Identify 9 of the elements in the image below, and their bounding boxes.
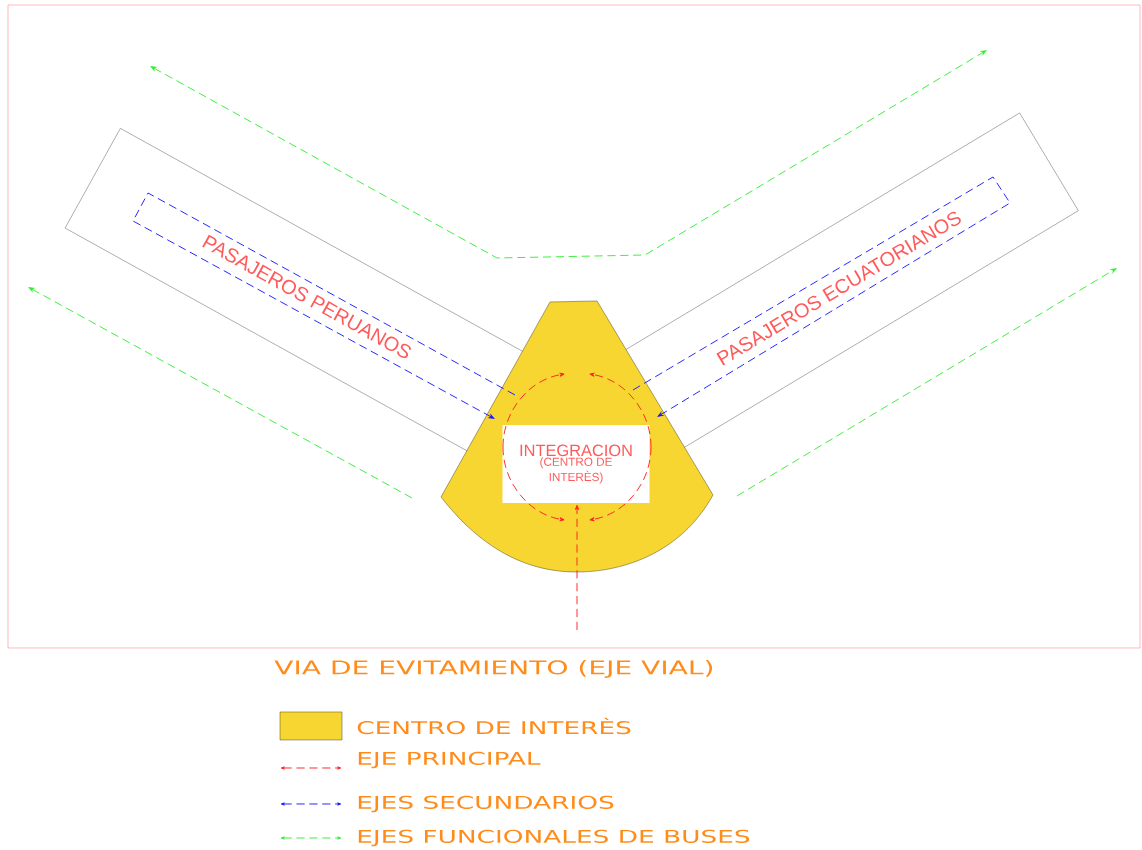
legend-text: EJES SECUNDARIOS <box>358 795 614 813</box>
legend-text: CENTRO DE INTERÈS <box>357 717 631 735</box>
text-box: INTEGRACION (CENTRO DE INTERÈS) <box>502 425 650 503</box>
dashed-arrow <box>574 504 580 631</box>
dashed-arrow <box>632 176 1011 417</box>
dashed-arrow <box>132 192 516 419</box>
road-label: VIA DE EVITAMIENTO (EJE VIAL) <box>274 660 713 678</box>
legend-text: EJES FUNCIONALES DE BUSES <box>358 829 750 847</box>
legend-text: EJE PRINCIPAL <box>358 751 541 769</box>
